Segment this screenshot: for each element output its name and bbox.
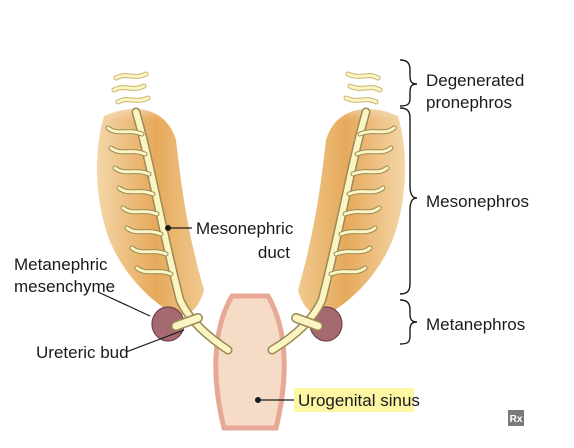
leader-lines: [97, 225, 294, 404]
label-mesonephros: Mesonephros: [426, 192, 529, 211]
urogenital-sinus-highlight: [294, 388, 414, 412]
mesonephric-tubules-left: [105, 125, 174, 277]
label-pronephros-line2: pronephros: [426, 93, 512, 112]
mesonephric-tubules-right: [328, 125, 397, 277]
label-metanephros: Metanephros: [426, 315, 525, 334]
label-mesonephric-duct-line1: Mesonephric: [196, 219, 294, 238]
rx-badge-text: Rx: [510, 414, 523, 425]
brace-pronephros: [399, 59, 418, 107]
label-ureteric-bud: Ureteric bud: [36, 343, 129, 362]
label-metanephric-mesenchyme-line2: mesenchyme: [14, 277, 115, 296]
pronephros-left: [111, 71, 151, 105]
label-mesonephric-duct-line2: duct: [258, 243, 290, 262]
label-urogenital-sinus: Urogenital sinus: [298, 391, 420, 410]
rx-badge: Rx: [508, 410, 524, 426]
brace-group: [399, 59, 418, 345]
brace-mesonephros: [399, 107, 418, 295]
urogenital-sinus: [213, 293, 287, 431]
brace-metanephros: [399, 299, 418, 345]
label-metanephric-mesenchyme-line1: Metanephric: [14, 255, 108, 274]
pronephros-right: [343, 71, 383, 105]
label-degenerated-line1: Degenerated: [426, 71, 524, 90]
